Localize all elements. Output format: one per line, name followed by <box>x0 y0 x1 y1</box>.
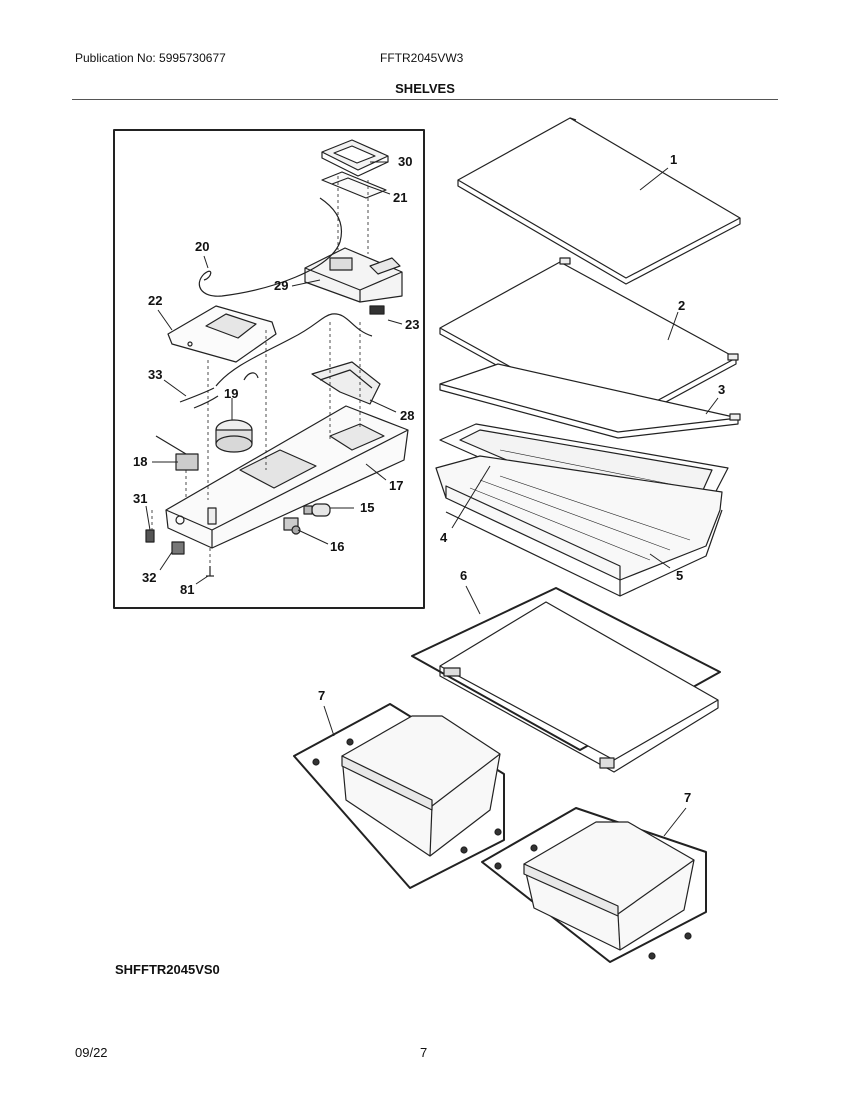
page-number: 7 <box>420 1045 428 1060</box>
part-19-motor <box>215 419 253 453</box>
callout-31: 31 <box>133 491 147 506</box>
part-29-damper-housing <box>304 247 403 303</box>
callout-7b: 7 <box>684 790 691 805</box>
part-3-glass-shelf <box>439 363 741 439</box>
callout-23: 23 <box>405 317 419 332</box>
callout-22: 22 <box>148 293 162 308</box>
part-17-control-housing <box>165 405 409 549</box>
callout-7a: 7 <box>318 688 325 703</box>
part-21-bracket <box>321 171 387 199</box>
part-20-wire <box>198 197 342 297</box>
part-5-crisper-drawer <box>435 455 723 597</box>
part-7b-inset-frame <box>481 807 707 963</box>
revision-date: 09/22 <box>75 1045 108 1060</box>
callout-18: 18 <box>133 454 147 469</box>
leader-lines <box>145 161 719 837</box>
part-28-duct <box>311 361 381 405</box>
wire-harness <box>215 313 373 387</box>
part-7a-drawer <box>312 715 502 857</box>
diagram-code: SHFFTR2045VS0 <box>115 962 220 977</box>
callout-17: 17 <box>389 478 403 493</box>
callout-29: 29 <box>274 278 288 293</box>
callout-19: 19 <box>224 386 238 401</box>
callout-32: 32 <box>142 570 156 585</box>
part-81-screw <box>206 566 214 577</box>
part-30-filter-frame <box>321 139 389 177</box>
part-31-switch <box>145 529 155 543</box>
part-16-socket <box>283 517 301 535</box>
alignment-lines <box>151 176 369 566</box>
callout-81: 81 <box>180 582 194 597</box>
callout-16: 16 <box>330 539 344 554</box>
part-7b-drawer <box>494 821 695 960</box>
callout-33: 33 <box>148 367 162 382</box>
section-title: SHELVES <box>395 81 455 96</box>
callout-3: 3 <box>718 382 725 397</box>
callout-5: 5 <box>676 568 683 583</box>
part-18-thermostat <box>155 435 199 471</box>
callout-30: 30 <box>398 154 412 169</box>
part-15-bulb <box>303 503 331 517</box>
callout-1: 1 <box>670 152 677 167</box>
model-number: FFTR2045VW3 <box>380 51 464 65</box>
part-7a-inset-frame <box>293 703 505 889</box>
callout-28: 28 <box>400 408 414 423</box>
inset-frame <box>113 129 425 609</box>
part-32-switch <box>171 541 185 555</box>
publication-number: Publication No: 5995730677 <box>75 51 226 65</box>
callout-20: 20 <box>195 239 209 254</box>
callout-4: 4 <box>440 530 448 545</box>
part-1-glass-shelf <box>457 117 741 285</box>
part-6-inset-frame <box>411 587 721 751</box>
part-23-clip <box>369 305 385 315</box>
header-rule <box>72 99 778 100</box>
callout-2: 2 <box>678 298 685 313</box>
part-6-crisper-cover <box>439 601 719 773</box>
callout-15: 15 <box>360 500 374 515</box>
part-22-plate <box>167 305 277 363</box>
callout-21: 21 <box>393 190 407 205</box>
callout-6: 6 <box>460 568 467 583</box>
